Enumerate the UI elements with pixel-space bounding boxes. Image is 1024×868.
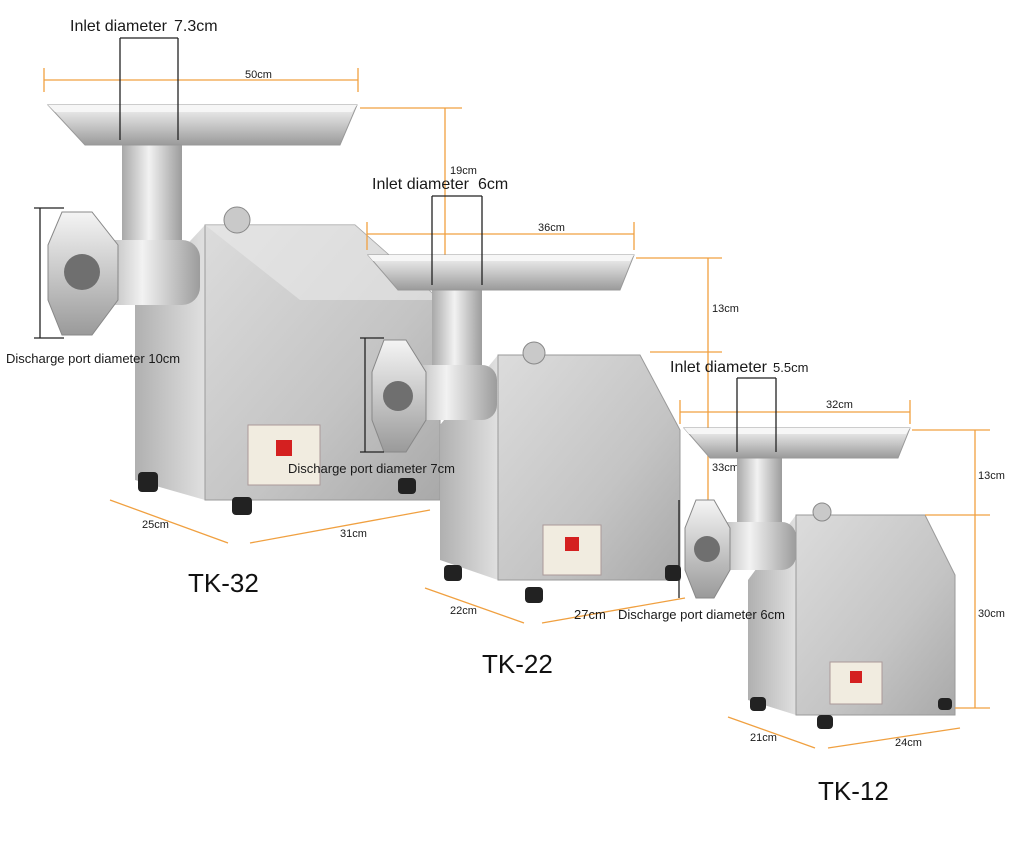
tk22-base-depth: 22cm — [450, 605, 477, 617]
tk12-height-top: 13cm — [978, 470, 1005, 482]
tk12-foot — [938, 698, 952, 710]
tk12-foot — [817, 715, 833, 729]
tk22-base-width-line — [541, 597, 686, 624]
tk22-height-body: 33cm — [712, 462, 739, 474]
tk22-outlet-holes — [383, 381, 413, 411]
tk22-grinder-head — [405, 365, 497, 420]
tk22-height-top: 13cm — [712, 303, 739, 315]
tk12-foot — [750, 697, 766, 711]
tk22-inlet-label: Inlet diameter — [372, 176, 470, 193]
tk22-body-front — [497, 354, 681, 581]
tk32-base-depth-line — [109, 499, 229, 544]
tk22-power-switch — [565, 537, 579, 551]
tk32-discharge-label: Discharge port diameter 10cm — [6, 351, 180, 366]
tk12-base-width: 24cm — [895, 737, 922, 749]
tk22-foot — [444, 565, 462, 581]
tk12-grinder-head — [712, 522, 796, 570]
tk22-foot — [525, 587, 543, 603]
tk22-model-name: TK-22 — [482, 649, 553, 679]
tk12-inlet-value: 5.5cm — [773, 360, 808, 375]
tk32-inlet-label: Inlet diameter — [70, 18, 168, 35]
tk32-body-top — [205, 225, 440, 300]
tk32-base-depth: 25cm — [142, 519, 169, 531]
machine-tk12: Inlet diameter 5.5cm 32cm 13cm 30cm Disc… — [618, 359, 1005, 806]
tk32-tray-rim — [48, 105, 357, 112]
tk12-tray-width: 32cm — [826, 399, 853, 411]
tk32-base-width: 31cm — [340, 528, 367, 540]
tk12-model-name: TK-12 — [818, 776, 889, 806]
tk22-foot — [665, 565, 681, 581]
tk22-tray-width: 36cm — [538, 222, 565, 234]
tk22-tray-rim — [368, 255, 634, 261]
tk32-tray-width: 50cm — [245, 69, 272, 81]
tk12-base-width-line — [827, 727, 961, 749]
tk32-outlet-holes — [64, 254, 100, 290]
tk32-inlet-value: 7.3cm — [174, 18, 218, 35]
tk32-foot — [398, 478, 416, 494]
tk22-knob — [522, 341, 546, 365]
tk12-discharge-label: Discharge port diameter 6cm — [618, 607, 785, 622]
tk12-inlet-label: Inlet diameter — [670, 359, 768, 376]
tk32-power-switch — [276, 440, 292, 456]
machine-tk22: Inlet diameter 6cm 36cm 13cm 33cm Discha… — [288, 176, 739, 679]
tk22-inlet-value: 6cm — [478, 176, 508, 193]
tk32-knob — [223, 206, 251, 234]
machine-tk32: Inlet diameter 7.3cm 50cm 19cm Discharge… — [6, 18, 477, 598]
tk32-foot — [138, 472, 158, 492]
tk22-base-width: 27cm — [574, 607, 606, 622]
tk12-power-switch — [850, 671, 862, 683]
tk22-feed-neck — [432, 280, 482, 365]
tk32-foot — [232, 497, 252, 515]
tk32-model-name: TK-32 — [188, 568, 259, 598]
tk12-feed-neck — [737, 448, 782, 523]
tk12-height-body: 30cm — [978, 608, 1005, 620]
tk12-tray-rim — [684, 428, 910, 434]
tk32-feed-neck — [122, 140, 182, 240]
tk12-knob — [812, 502, 832, 522]
tk22-discharge-label: Discharge port diameter 7cm — [288, 461, 455, 476]
tk22-base-depth-line — [424, 587, 525, 624]
tk12-base-depth-line — [727, 716, 816, 749]
tk12-base-depth: 21cm — [750, 732, 777, 744]
tk12-outlet-holes — [694, 536, 720, 562]
tk32-grinder-head — [95, 240, 200, 305]
tk32-height-top: 19cm — [450, 165, 477, 177]
tk32-base-width-line — [249, 509, 431, 544]
